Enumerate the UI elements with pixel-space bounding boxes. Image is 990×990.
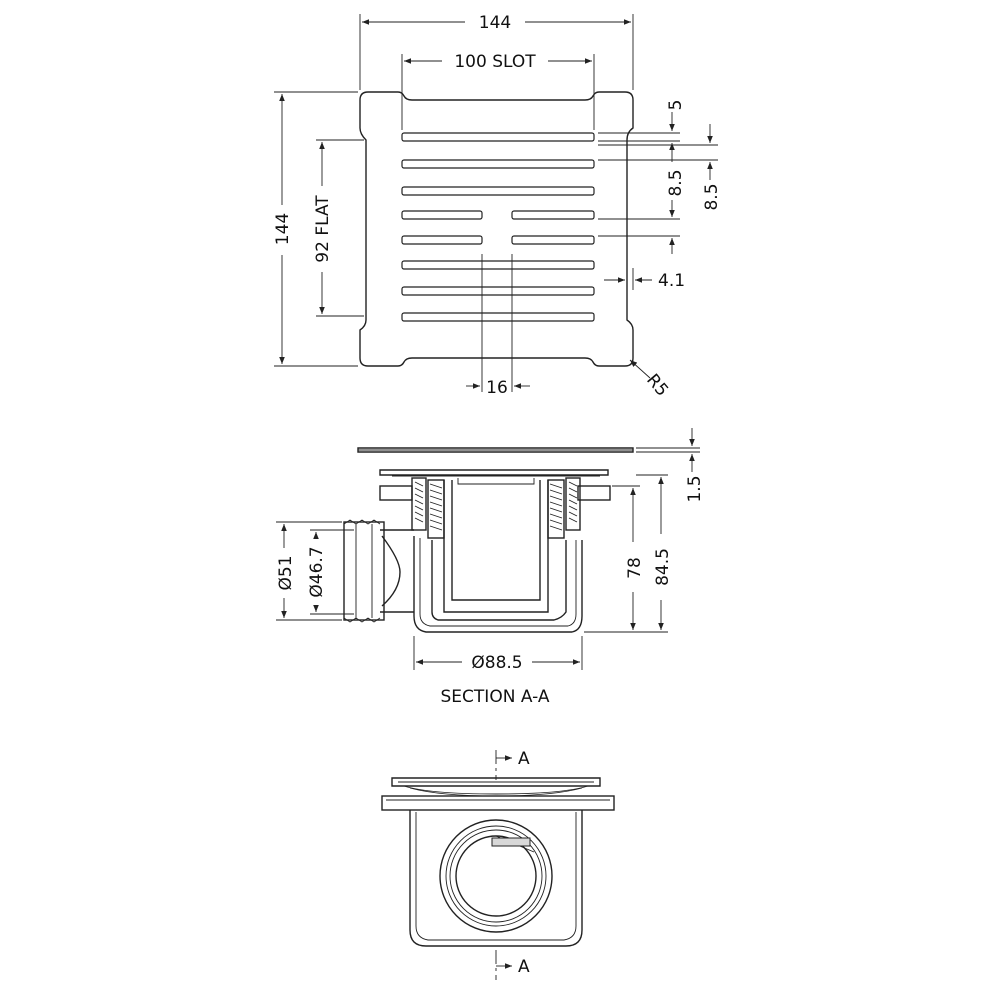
slot	[401, 159, 595, 169]
dim-label-slot-length: 100 SLOT	[454, 52, 536, 72]
dim-label-overall-height: 144	[273, 213, 293, 245]
slot	[401, 312, 595, 322]
dim-slot-pitch-inner: 8.5	[598, 169, 686, 254]
dim-edge-offset: 4.1	[604, 268, 685, 291]
dim-body-diameter: Ø88.5	[413, 636, 583, 673]
section-view: 1.5 78 84.5 Ø51	[276, 428, 705, 707]
grate-outline	[359, 91, 634, 367]
slot	[511, 235, 595, 245]
dim-slot-width: 5	[598, 100, 686, 162]
body-shell	[413, 536, 583, 633]
slot	[401, 235, 483, 245]
grate-slots	[401, 132, 595, 322]
slot	[401, 260, 595, 270]
section-marker-top: A	[518, 749, 530, 769]
dim-corner-radius: R5	[629, 359, 672, 401]
front-body	[409, 810, 583, 947]
dim-label-slot-pitch-inner: 8.5	[666, 169, 686, 196]
front-grate	[391, 777, 601, 787]
dim-label-center-gap: 16	[486, 378, 508, 398]
dim-label-slot-width: 5	[666, 100, 686, 111]
dim-overall-height: 144	[273, 91, 358, 367]
dim-label-edge-offset: 4.1	[658, 271, 685, 291]
dim-flat: 92 FLAT	[313, 139, 364, 317]
dim-label-outlet-outer: Ø51	[276, 555, 296, 590]
dim-outlet-outer: Ø51	[276, 521, 342, 621]
slot	[401, 286, 595, 296]
slot	[401, 132, 595, 142]
dim-label-outlet-inner: Ø46.7	[307, 546, 327, 597]
slot	[401, 210, 483, 220]
dim-label-body-depth: 78	[625, 557, 645, 579]
front-outlet	[439, 819, 553, 933]
section-marker-bottom: A	[518, 957, 530, 977]
dim-overall-width: 144	[359, 13, 634, 90]
dim-outlet-inner: Ø46.7	[307, 529, 354, 615]
left-collar	[379, 477, 445, 539]
dim-label-body-diameter: Ø88.5	[471, 653, 522, 673]
dim-overall-depth: 84.5	[636, 474, 673, 633]
flange	[379, 469, 609, 476]
slot	[401, 186, 595, 196]
section-caption: SECTION A-A	[441, 687, 550, 707]
dim-label-overall-depth: 84.5	[653, 548, 673, 586]
right-collar	[547, 477, 611, 539]
dim-grate-thickness: 1.5	[636, 428, 705, 503]
dim-label-overall-width: 144	[479, 13, 511, 33]
dim-label-flat: 92 FLAT	[313, 195, 333, 263]
dim-slot-pitch-outer: 8.5	[598, 124, 722, 211]
outlet-spigot	[343, 519, 414, 623]
grate-plate	[357, 447, 634, 453]
dim-body-depth: 78	[584, 485, 645, 633]
front-flange	[381, 795, 615, 811]
front-view: A A	[381, 749, 615, 980]
dim-label-slot-pitch-outer: 8.5	[702, 183, 722, 210]
dim-center-gap: 16	[466, 254, 530, 398]
top-view: 144 100 SLOT 144 92 FLAT	[273, 13, 722, 401]
dim-slot-length: 100 SLOT	[401, 52, 595, 130]
trap-insert	[443, 480, 549, 613]
slot	[511, 210, 595, 220]
dim-label-grate-thickness: 1.5	[685, 475, 705, 502]
